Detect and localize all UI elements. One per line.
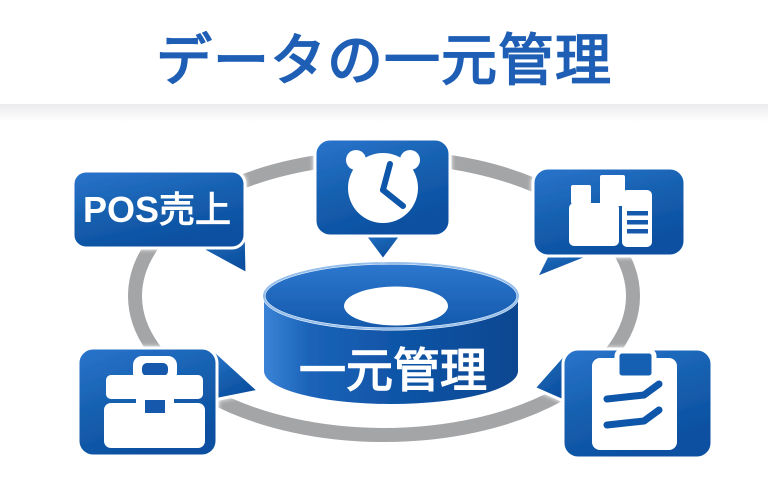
clock-icon: [346, 150, 420, 223]
bubble-pos-sales: POS売上: [71, 169, 249, 277]
diagram-area: 一元管理 POS売上: [0, 104, 768, 498]
database-cylinder-icon: 一元管理: [262, 261, 520, 406]
pos-sales-label: POS売上: [83, 189, 231, 230]
center-database-label: 一元管理: [299, 344, 487, 397]
bubble-documents: [531, 166, 687, 281]
page-title: データの一元管理: [156, 29, 612, 92]
figure-top-edge: [0, 104, 768, 122]
cylinder-hole: [344, 286, 448, 326]
bubble-toolbox: [76, 346, 263, 458]
centralized-data-diagram: 一元管理 POS売上: [0, 104, 768, 460]
toolbox-icon: [104, 356, 205, 448]
bubble-time: [313, 137, 452, 263]
clipboard-checklist-icon: [592, 348, 677, 450]
bubble-checklist: [531, 347, 714, 460]
copier-documents-icon: [569, 175, 652, 247]
